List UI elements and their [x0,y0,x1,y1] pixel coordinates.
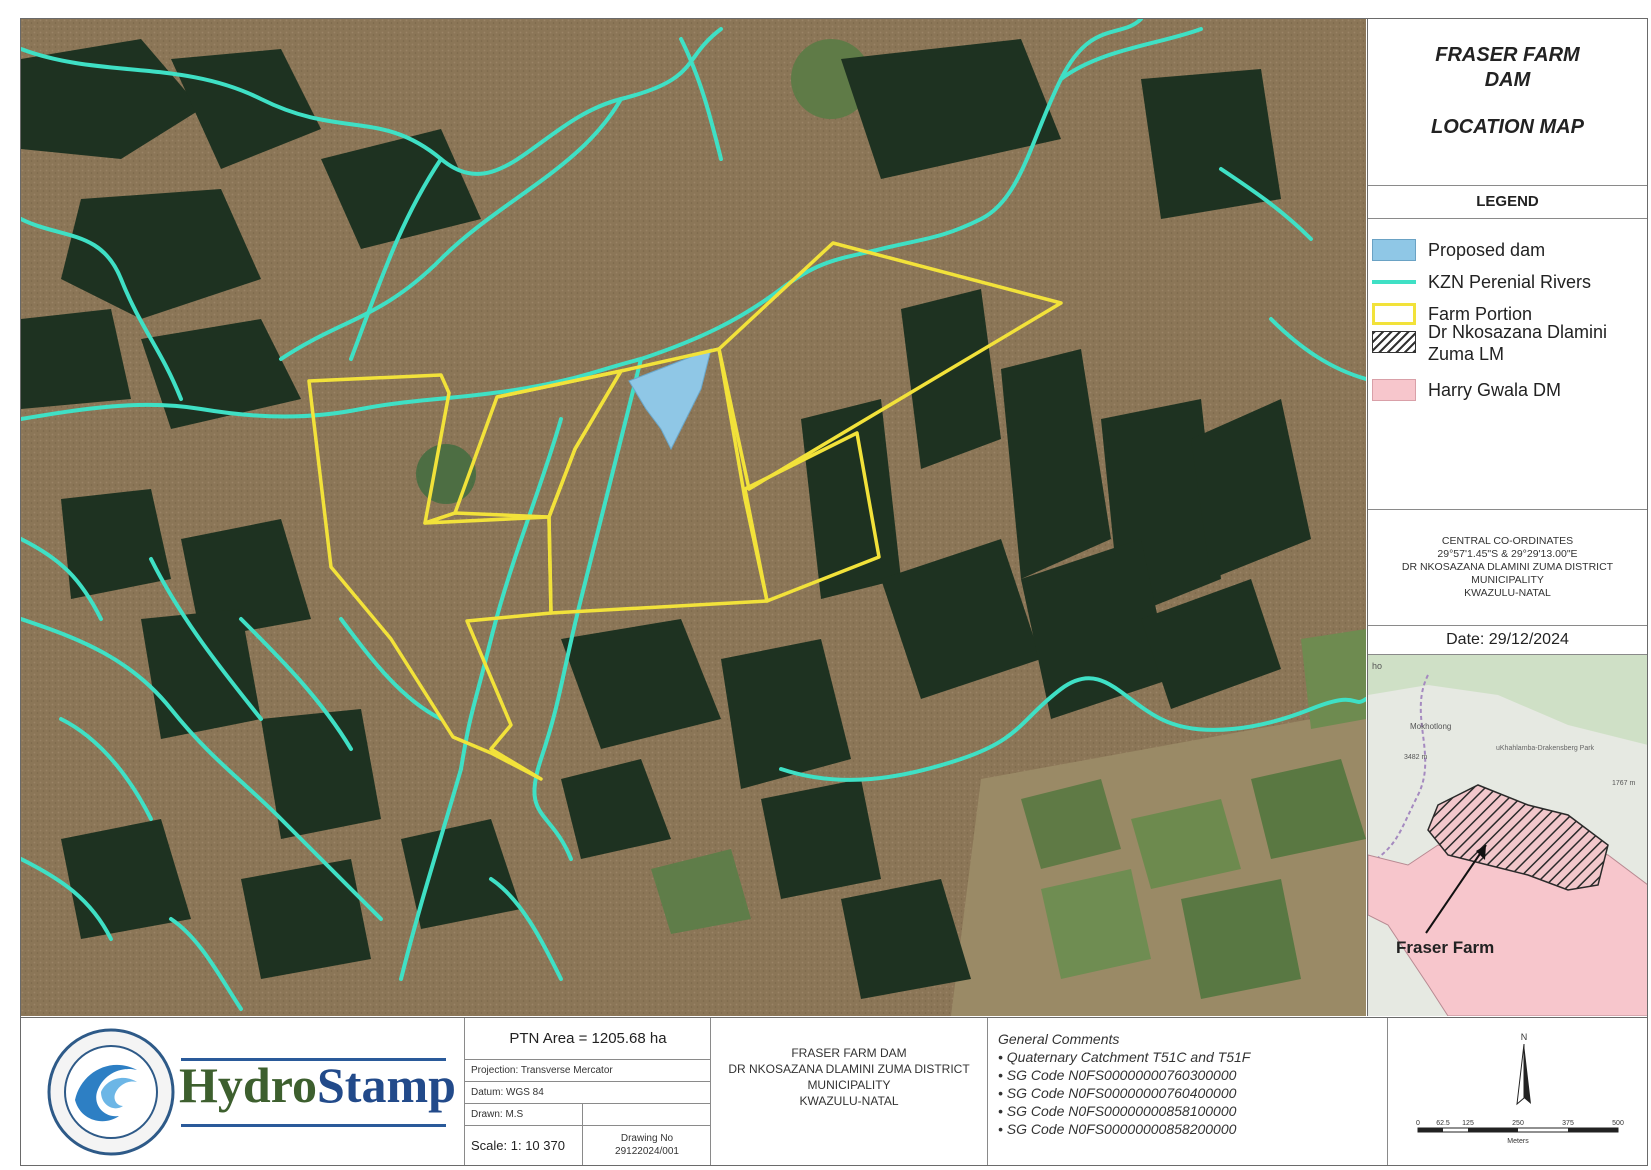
satellite-map[interactable] [21,19,1366,1016]
coords-district: DR NKOSAZANA DLAMINI ZUMA DISTRICT [1401,561,1614,573]
scalebar [1417,1127,1619,1133]
map-date: Date: 29/12/2024 [1368,626,1647,655]
river-line-swatch [1372,280,1416,284]
projection: Projection: Transverse Mercator [465,1060,711,1082]
scalebar-tick: 250 [1512,1120,1524,1127]
inset-place-1: Mokhotlong [1410,722,1451,731]
map-side-panel: FRASER FARM DAM LOCATION MAP LEGEND Prop… [1367,19,1647,1016]
legend-item-dam: Proposed dam [1372,235,1545,265]
map-canvas [21,19,1366,1016]
legend-item-dm: Harry Gwala DM [1372,375,1561,405]
legend-label: Proposed dam [1428,240,1546,260]
drawing-number-box: Drawing No 29122024/001 [583,1126,711,1165]
sheet-border [20,18,1648,1166]
coords-municipality: MUNICIPALITY [1471,574,1544,586]
datum: Datum: WGS 84 [465,1082,711,1104]
general-comments: General Comments • Quaternary Catchment … [988,1018,1388,1165]
wordmark-part-b: Stamp [317,1057,456,1113]
title-line-2: DAM [1484,69,1531,91]
legend-item-rivers: KZN Perenial Rivers [1372,267,1591,297]
inset-elev-2: 1767 m [1612,780,1636,787]
coords-value: 29°57'1.45"S & 29°29'13.00"E [1437,548,1578,560]
inset-callout: Fraser Farm [1396,938,1494,957]
scalebar-tick: 62.5 [1436,1120,1450,1127]
hydrostamp-wordmark: HydroStamp [179,1056,456,1114]
coords-province: KWAZULU-NATAL [1464,587,1551,599]
scalebar-tick: 0 [1416,1120,1420,1127]
wordmark-rule-bottom [181,1124,446,1127]
coords-heading: CENTRAL CO-ORDINATES [1441,535,1574,547]
comment-item: • SG Code N0FS00000000760300000 [998,1067,1237,1083]
drawn-blank [583,1104,711,1126]
desc-line: KWAZULU-NATAL [799,1094,899,1108]
scale-ratio: Scale: 1: 10 370 [465,1126,583,1165]
wordmark-rule-top [181,1058,446,1061]
scalebar-unit: Meters [1507,1138,1529,1145]
legend-label: Farm Portion [1428,304,1533,324]
inset-elev-1: 3482 m [1404,754,1428,761]
wordmark-part-a: Hydro [179,1057,317,1113]
title-line-3: LOCATION MAP [1431,116,1584,138]
drawing-number-label: Drawing No [620,1133,674,1144]
farm-portion-north-east[interactable] [717,241,1063,491]
comment-item: • SG Code N0FS00000000858200000 [998,1121,1237,1137]
callout-arrow [1425,844,1487,934]
perennial-rivers [21,19,1366,1011]
scalebar-tick: 125 [1462,1120,1474,1127]
legend-label: Harry Gwala DM [1428,380,1562,400]
farm-outline-swatch [1372,303,1416,325]
legend-label: Dr Nkosazana Dlamini Zuma LM [1428,322,1608,364]
logo-panel: HydroStamp [21,1018,465,1165]
title-line-1: FRASER FARM [1435,44,1580,66]
comment-item: • Quaternary Catchment T51C and T51F [998,1049,1251,1065]
inset-map[interactable]: Mokhotlong uKhahlamba-Drakensberg Park 3… [1368,655,1647,1016]
inset-canvas: Mokhotlong uKhahlamba-Drakensberg Park 3… [1368,655,1647,1016]
desc-line: DR NKOSAZANA DLAMINI ZUMA DISTRICT [728,1062,970,1076]
north-arrow-and-scalebar: N 0 62.5 125 250 375 500 Meters [1388,1018,1647,1165]
hatch-swatch [1372,331,1416,353]
desc-line: MUNICIPALITY [807,1078,891,1092]
comment-item: • SG Code N0FS00000000858100000 [998,1103,1237,1119]
farm-portion-east[interactable] [743,431,881,603]
drawn-by: Drawn: M.S [465,1104,583,1126]
seal-logo [47,1028,175,1156]
map-title-block: FRASER FARM DAM LOCATION MAP [1368,19,1647,186]
scalebar-canvas: N 0 62.5 125 250 375 500 Meters [1416,1032,1624,1145]
farm-portion-west[interactable] [307,373,553,781]
scalebar-tick: 500 [1612,1120,1624,1127]
legend-label: KZN Perenial Rivers [1428,272,1592,292]
comments-heading: General Comments [998,1031,1120,1047]
drawing-number: 29122024/001 [615,1146,679,1157]
project-description: FRASER FARM DAM DR NKOSAZANA DLAMINI ZUM… [711,1018,988,1165]
title-block-footer: HydroStamp PTN Area = 1205.68 ha Project… [21,1017,1647,1165]
farm-portions[interactable] [307,241,1063,781]
inset-edge-label: ho [1372,661,1382,671]
legend-item-lm: Dr Nkosazana Dlamini Zuma LM [1372,321,1628,371]
dam-swatch [1372,239,1416,261]
legend: Proposed dam KZN Perenial Rivers Farm Po… [1368,219,1647,510]
central-coordinates: CENTRAL CO-ORDINATES 29°57'1.45"S & 29°2… [1368,510,1647,626]
drawing-info: PTN Area = 1205.68 ha Projection: Transv… [465,1018,711,1165]
proposed-dam[interactable] [628,348,712,451]
legend-heading: LEGEND [1368,186,1647,219]
scale-row: Scale: 1: 10 370 Drawing No 29122024/001 [465,1126,711,1165]
desc-line: FRASER FARM DAM [791,1046,907,1060]
inset-place-2: uKhahlamba-Drakensberg Park [1496,745,1595,752]
farmland-fields [416,39,1366,1016]
scalebar-tick: 375 [1562,1120,1574,1127]
north-label: N [1521,1032,1528,1042]
forest-plantations [21,39,1311,999]
ptn-area: PTN Area = 1205.68 ha [465,1018,711,1060]
pink-swatch [1372,379,1416,401]
legend-item-farm: Farm Portion [1372,299,1532,329]
comment-item: • SG Code N0FS00000000760400000 [998,1085,1237,1101]
